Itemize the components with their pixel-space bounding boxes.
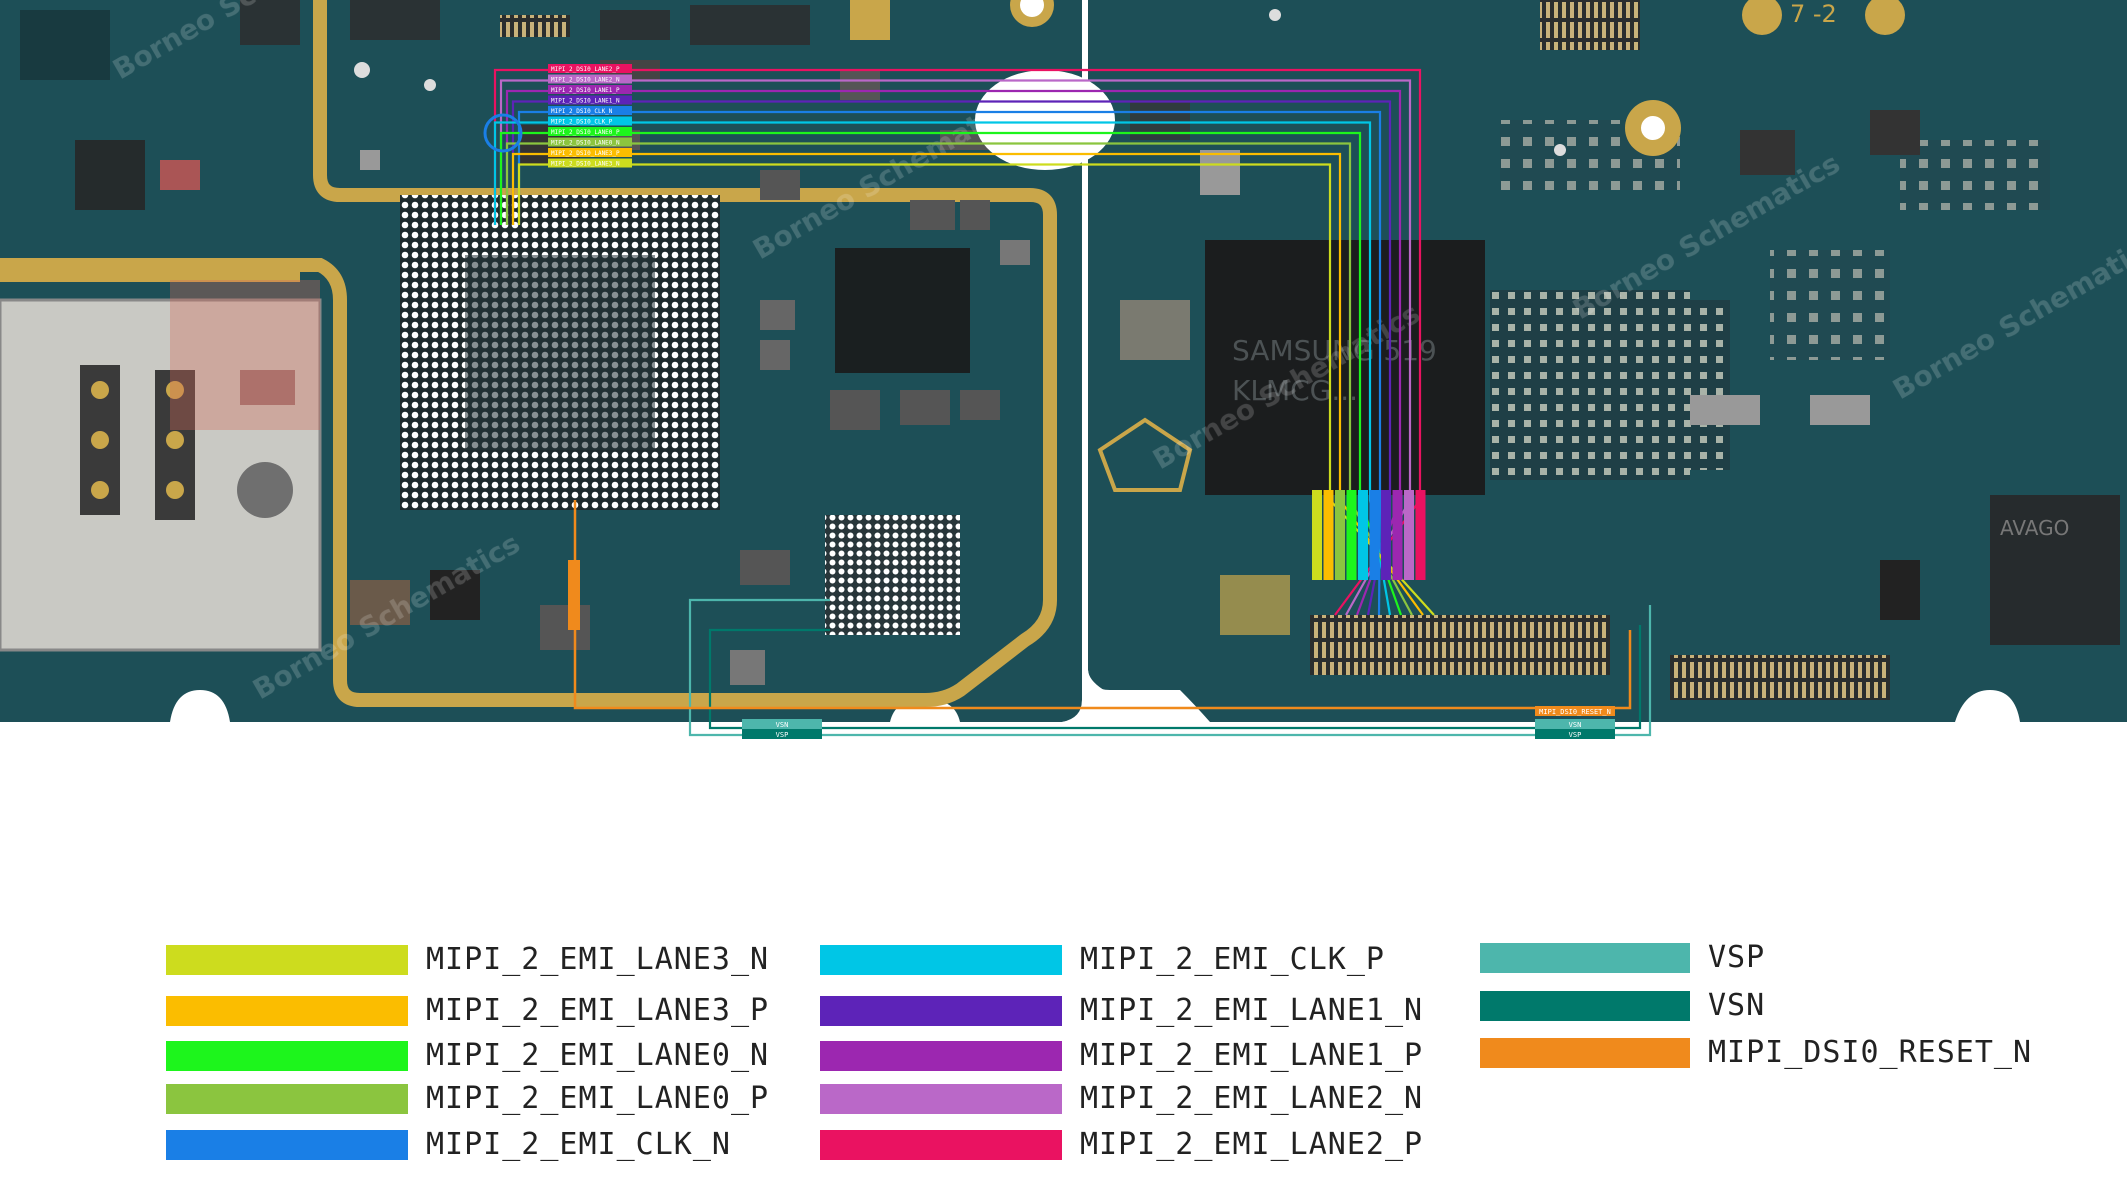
legend-item: MIPI_DSI0_RESET_N [1480,1035,2032,1070]
net-tag [1535,729,1615,739]
legend-swatch [166,1040,408,1071]
trace-line [708,625,1642,730]
board-corner-text: 7 -2 [1790,0,1837,28]
net-tag-label: VSP [1569,731,1582,739]
net-tag-label: MIPI_2_DSI0_LANE2_N [551,77,620,84]
legend-label: VSN [1708,988,1766,1023]
legend-swatch [1480,942,1690,973]
pcb-board-photo: SAMSUNG 519 KLMCG... AVAGO 7 -2 [0,0,2127,739]
legend-swatch [1480,1037,1690,1068]
legend-label: MIPI_2_EMI_LANE0_N [426,1038,770,1073]
rf-chip-marking: AVAGO [2000,516,2069,540]
legend-item: MIPI_2_EMI_LANE1_P [820,1038,1423,1073]
net-tag-vertical [1369,490,1380,580]
emmc-marking-line1: SAMSUNG 519 [1232,334,1437,367]
net-tag-vertical [1346,490,1357,580]
legend-swatch [166,944,408,975]
net-tag [568,560,580,630]
legend-swatch [166,995,408,1026]
legend-swatch [820,995,1062,1026]
net-tag-vertical [1415,490,1426,580]
net-tag [548,74,632,84]
legend-label: MIPI_2_EMI_CLK_N [426,1127,731,1162]
legend-item: VSP [1480,940,1765,975]
legend-swatch [1480,990,1690,1021]
legend-label: MIPI_2_EMI_LANE0_P [426,1081,770,1116]
net-tag-label: MIPI_2_DSI0_CLK_P [551,119,613,126]
net-tag [548,95,632,105]
net-tag [548,116,632,126]
net-tag-label: VSN [776,721,789,729]
net-tag [742,719,822,729]
net-tag-vertical [1381,490,1391,580]
net-tag [548,85,632,94]
legend-swatch [820,1083,1062,1114]
net-tag-label: MIPI_DSI0_RESET_N [1539,708,1611,716]
legend-item: MIPI_2_EMI_LANE0_P [166,1081,769,1116]
legend-swatch [820,1040,1062,1071]
legend-item: MIPI_2_EMI_LANE3_P [166,993,769,1028]
legend-item: MIPI_2_EMI_CLK_N [166,1127,731,1162]
net-tag-vertical [1323,490,1334,580]
emmc-marking-line2: KLMCG... [1232,374,1358,407]
trace-line [688,598,1652,737]
net-tag [1535,706,1615,716]
legend-item: MIPI_2_EMI_LANE1_N [820,993,1423,1028]
net-tag [548,106,632,115]
legend-label: MIPI_2_EMI_LANE1_N [1080,993,1424,1028]
net-tag [548,127,632,136]
net-tag-label: MIPI_2_DSI0_LANE2_P [551,66,620,73]
legend-label: MIPI_DSI0_RESET_N [1708,1035,2033,1070]
net-tag-label: MIPI_2_DSI0_LANE3_N [551,161,620,168]
net-tag-vertical [1404,490,1414,580]
net-tag-label: VSP [776,731,789,739]
legend-label: MIPI_2_EMI_LANE2_P [1080,1127,1424,1162]
left-board [0,0,1082,722]
net-tag-vertical [1312,490,1322,580]
legend-label: MIPI_2_EMI_CLK_P [1080,942,1385,977]
legend-item: MIPI_2_EMI_LANE3_N [166,942,769,977]
net-tag [548,158,632,168]
legend-item: VSN [1480,988,1765,1023]
net-tag-label: MIPI_2_DSI0_LANE3_P [551,150,620,157]
net-tag-label: MIPI_2_DSI0_LANE1_N [551,98,620,105]
highlight-circle [483,113,523,153]
net-tag-vertical [1358,490,1368,580]
legend-label: VSP [1708,940,1766,975]
net-tag-vertical [1335,490,1345,580]
legend-item: MIPI_2_EMI_LANE2_N [820,1081,1423,1116]
legend-item: MIPI_2_EMI_CLK_P [820,942,1385,977]
legend: MIPI_2_EMI_LANE3_N MIPI_2_EMI_LANE3_P MIPI… [0,900,2127,1170]
legend-label: MIPI_2_EMI_LANE2_N [1080,1081,1424,1116]
net-tag-label: MIPI_2_DSI0_LANE0_N [551,140,620,147]
net-tag-label: MIPI_2_DSI0_CLK_N [551,108,613,115]
trace-line [517,110,1382,616]
net-tag-label: MIPI_2_DSI0_LANE0_P [551,129,620,136]
net-tag [548,137,632,147]
legend-label: MIPI_2_EMI_LANE3_N [426,942,770,977]
legend-item: MIPI_2_EMI_LANE0_N [166,1038,769,1073]
net-tag-label: VSN [1569,721,1582,729]
legend-swatch [166,1083,408,1114]
legend-swatch [166,1129,408,1160]
legend-label: MIPI_2_EMI_LANE1_P [1080,1038,1424,1073]
net-tag [548,64,632,73]
net-tag-label: MIPI_2_DSI0_LANE1_P [551,87,620,94]
net-tag [742,729,822,739]
legend-swatch [820,1129,1062,1160]
legend-swatch [820,944,1062,975]
net-tags: MIPI_2_DSI0_LANE2_P MIPI_2_DSI0_LANE2_N MI… [483,64,1615,739]
legend-item: MIPI_2_EMI_LANE2_P [820,1127,1423,1162]
net-tag [1535,719,1615,729]
net-tag [548,148,632,157]
legend-label: MIPI_2_EMI_LANE3_P [426,993,770,1028]
net-tag-vertical [1392,490,1403,580]
